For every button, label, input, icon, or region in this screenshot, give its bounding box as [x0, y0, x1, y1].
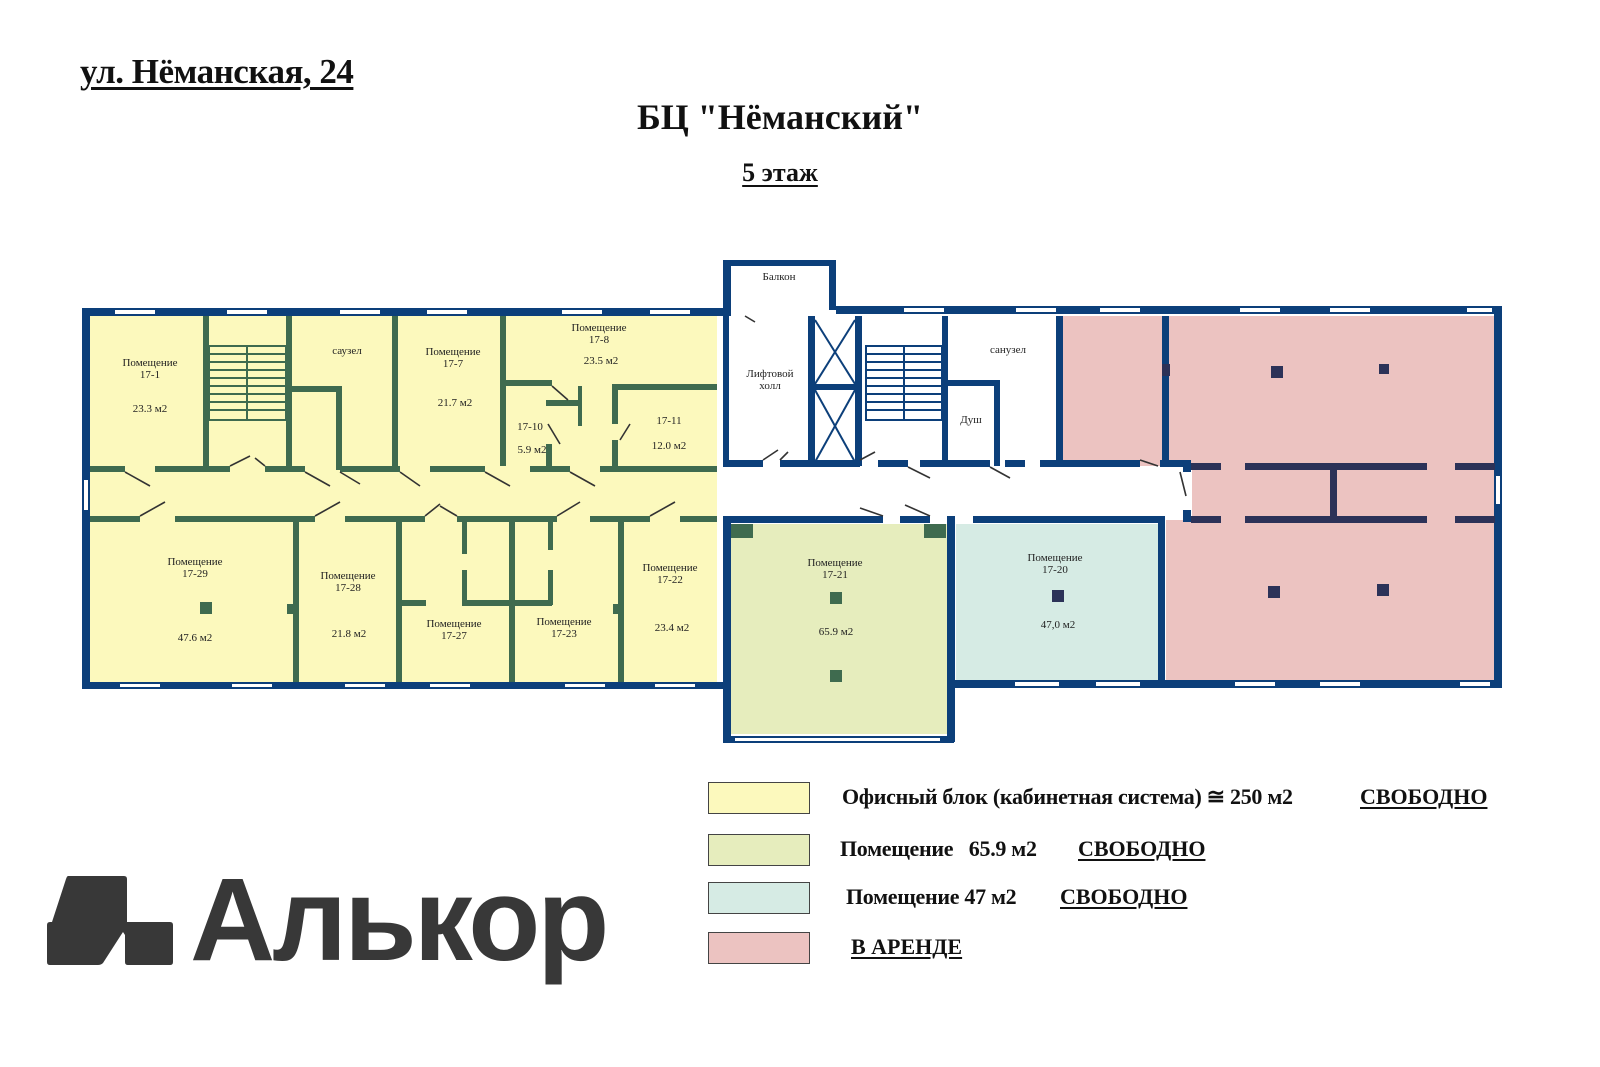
- legend-text: Офисный блок (кабинетная система) ≅ 250 …: [842, 784, 1293, 809]
- room-17-10-area: 5.9 м2: [518, 444, 547, 456]
- room-17-28-number: 17-28: [335, 582, 361, 594]
- legend-item-rented: В АРЕНДЕ: [708, 932, 1588, 966]
- room-17-22-area: 23.4 м2: [655, 622, 689, 634]
- legend-text: Помещение 47 м2: [846, 884, 1017, 909]
- room-17-28-area: 21.8 м2: [332, 628, 366, 640]
- elevator-shafts: [814, 319, 856, 463]
- legend-swatch-teal: [708, 882, 810, 914]
- balcony-label: Балкон: [763, 271, 796, 283]
- room-17-22-number: 17-22: [657, 574, 683, 586]
- logo-mark-icon: [47, 876, 173, 965]
- legend-item-room-47: Помещение 47 м2 СВОБОДНО: [708, 882, 1588, 916]
- building-name: БЦ "Нёманский": [637, 97, 923, 137]
- legend-text: Помещение 65.9 м2: [840, 836, 1037, 861]
- lift-hall-label-2: холл: [759, 380, 781, 392]
- rented-walls: [1052, 364, 1495, 602]
- room-17-1-number: 17-1: [140, 369, 160, 381]
- room-17-21-area: 65.9 м2: [819, 626, 853, 638]
- lift-hall-label: Лифтовой: [746, 368, 793, 380]
- legend-status: СВОБОДНО: [1360, 784, 1488, 809]
- legend-item-office-block: Офисный блок (кабинетная система) ≅ 250 …: [708, 782, 1588, 816]
- room-17-7-area: 21.7 м2: [438, 397, 472, 409]
- room-fills: [90, 263, 1494, 734]
- legend-swatch-pink: [708, 932, 810, 964]
- windows: [84, 308, 1500, 741]
- room-17-8-number: 17-8: [589, 334, 610, 346]
- room-17-1-label: Помещение: [122, 357, 177, 369]
- legend-status: В АРЕНДЕ: [851, 934, 963, 959]
- stairs-right: [865, 345, 943, 421]
- room-17-21-number: 17-21: [822, 569, 848, 581]
- room-17-7-number: 17-7: [443, 358, 464, 370]
- room-17-23-number: 17-23: [551, 628, 577, 640]
- wc-right-label: санузел: [990, 344, 1027, 356]
- room-17-23-label: Помещение: [536, 616, 591, 628]
- room-17-28-label: Помещение: [320, 570, 375, 582]
- room-17-22-label: Помещение: [642, 562, 697, 574]
- floor-number: 5 этаж: [742, 158, 818, 187]
- building-title: БЦ "Нёманский": [0, 96, 1600, 138]
- room-wc-left-label: саузел: [332, 345, 362, 357]
- room-17-8-area: 23.5 м2: [584, 355, 618, 367]
- logo-text: Алькор: [190, 854, 609, 986]
- legend-swatch-green: [708, 834, 810, 866]
- room-17-29-number: 17-29: [182, 568, 208, 580]
- room-17-27-number: 17-27: [441, 630, 467, 642]
- room-17-11-number: 17-11: [656, 415, 681, 427]
- room-17-10-number: 17-10: [517, 421, 543, 433]
- room-labels: Помещение 17-1 23.3 м2 саузел Помещение …: [122, 271, 1082, 644]
- room-17-27-label: Помещение: [426, 618, 481, 630]
- stairs-left: [208, 345, 287, 421]
- legend-swatch-yellow: [708, 782, 810, 814]
- room-17-29-label: Помещение: [167, 556, 222, 568]
- room-17-29-area: 47.6 м2: [178, 632, 212, 644]
- room-17-20-label: Помещение: [1027, 552, 1082, 564]
- office-walls: [90, 316, 946, 682]
- room-17-20-number: 17-20: [1042, 564, 1068, 576]
- shower-label: Душ: [960, 414, 982, 426]
- room-17-1-area: 23.3 м2: [133, 403, 167, 415]
- room-17-21-label: Помещение: [807, 557, 862, 569]
- floor-title: 5 этаж: [0, 158, 1600, 188]
- room-17-7-label: Помещение: [425, 346, 480, 358]
- room-17-20-area: 47,0 м2: [1041, 619, 1075, 631]
- room-17-11-area: 12.0 м2: [652, 440, 686, 452]
- door-swings: [124, 315, 1187, 517]
- room-17-8-label: Помещение: [571, 322, 626, 334]
- legend-item-room-65: Помещение 65.9 м2 СВОБОДНО: [708, 834, 1588, 868]
- floor-plan: Помещение 17-1 23.3 м2 саузел Помещение …: [82, 260, 1502, 743]
- address-title: ул. Нёманская, 24: [80, 52, 354, 91]
- legend-status: СВОБОДНО: [1060, 884, 1188, 909]
- legend-status: СВОБОДНО: [1078, 836, 1206, 861]
